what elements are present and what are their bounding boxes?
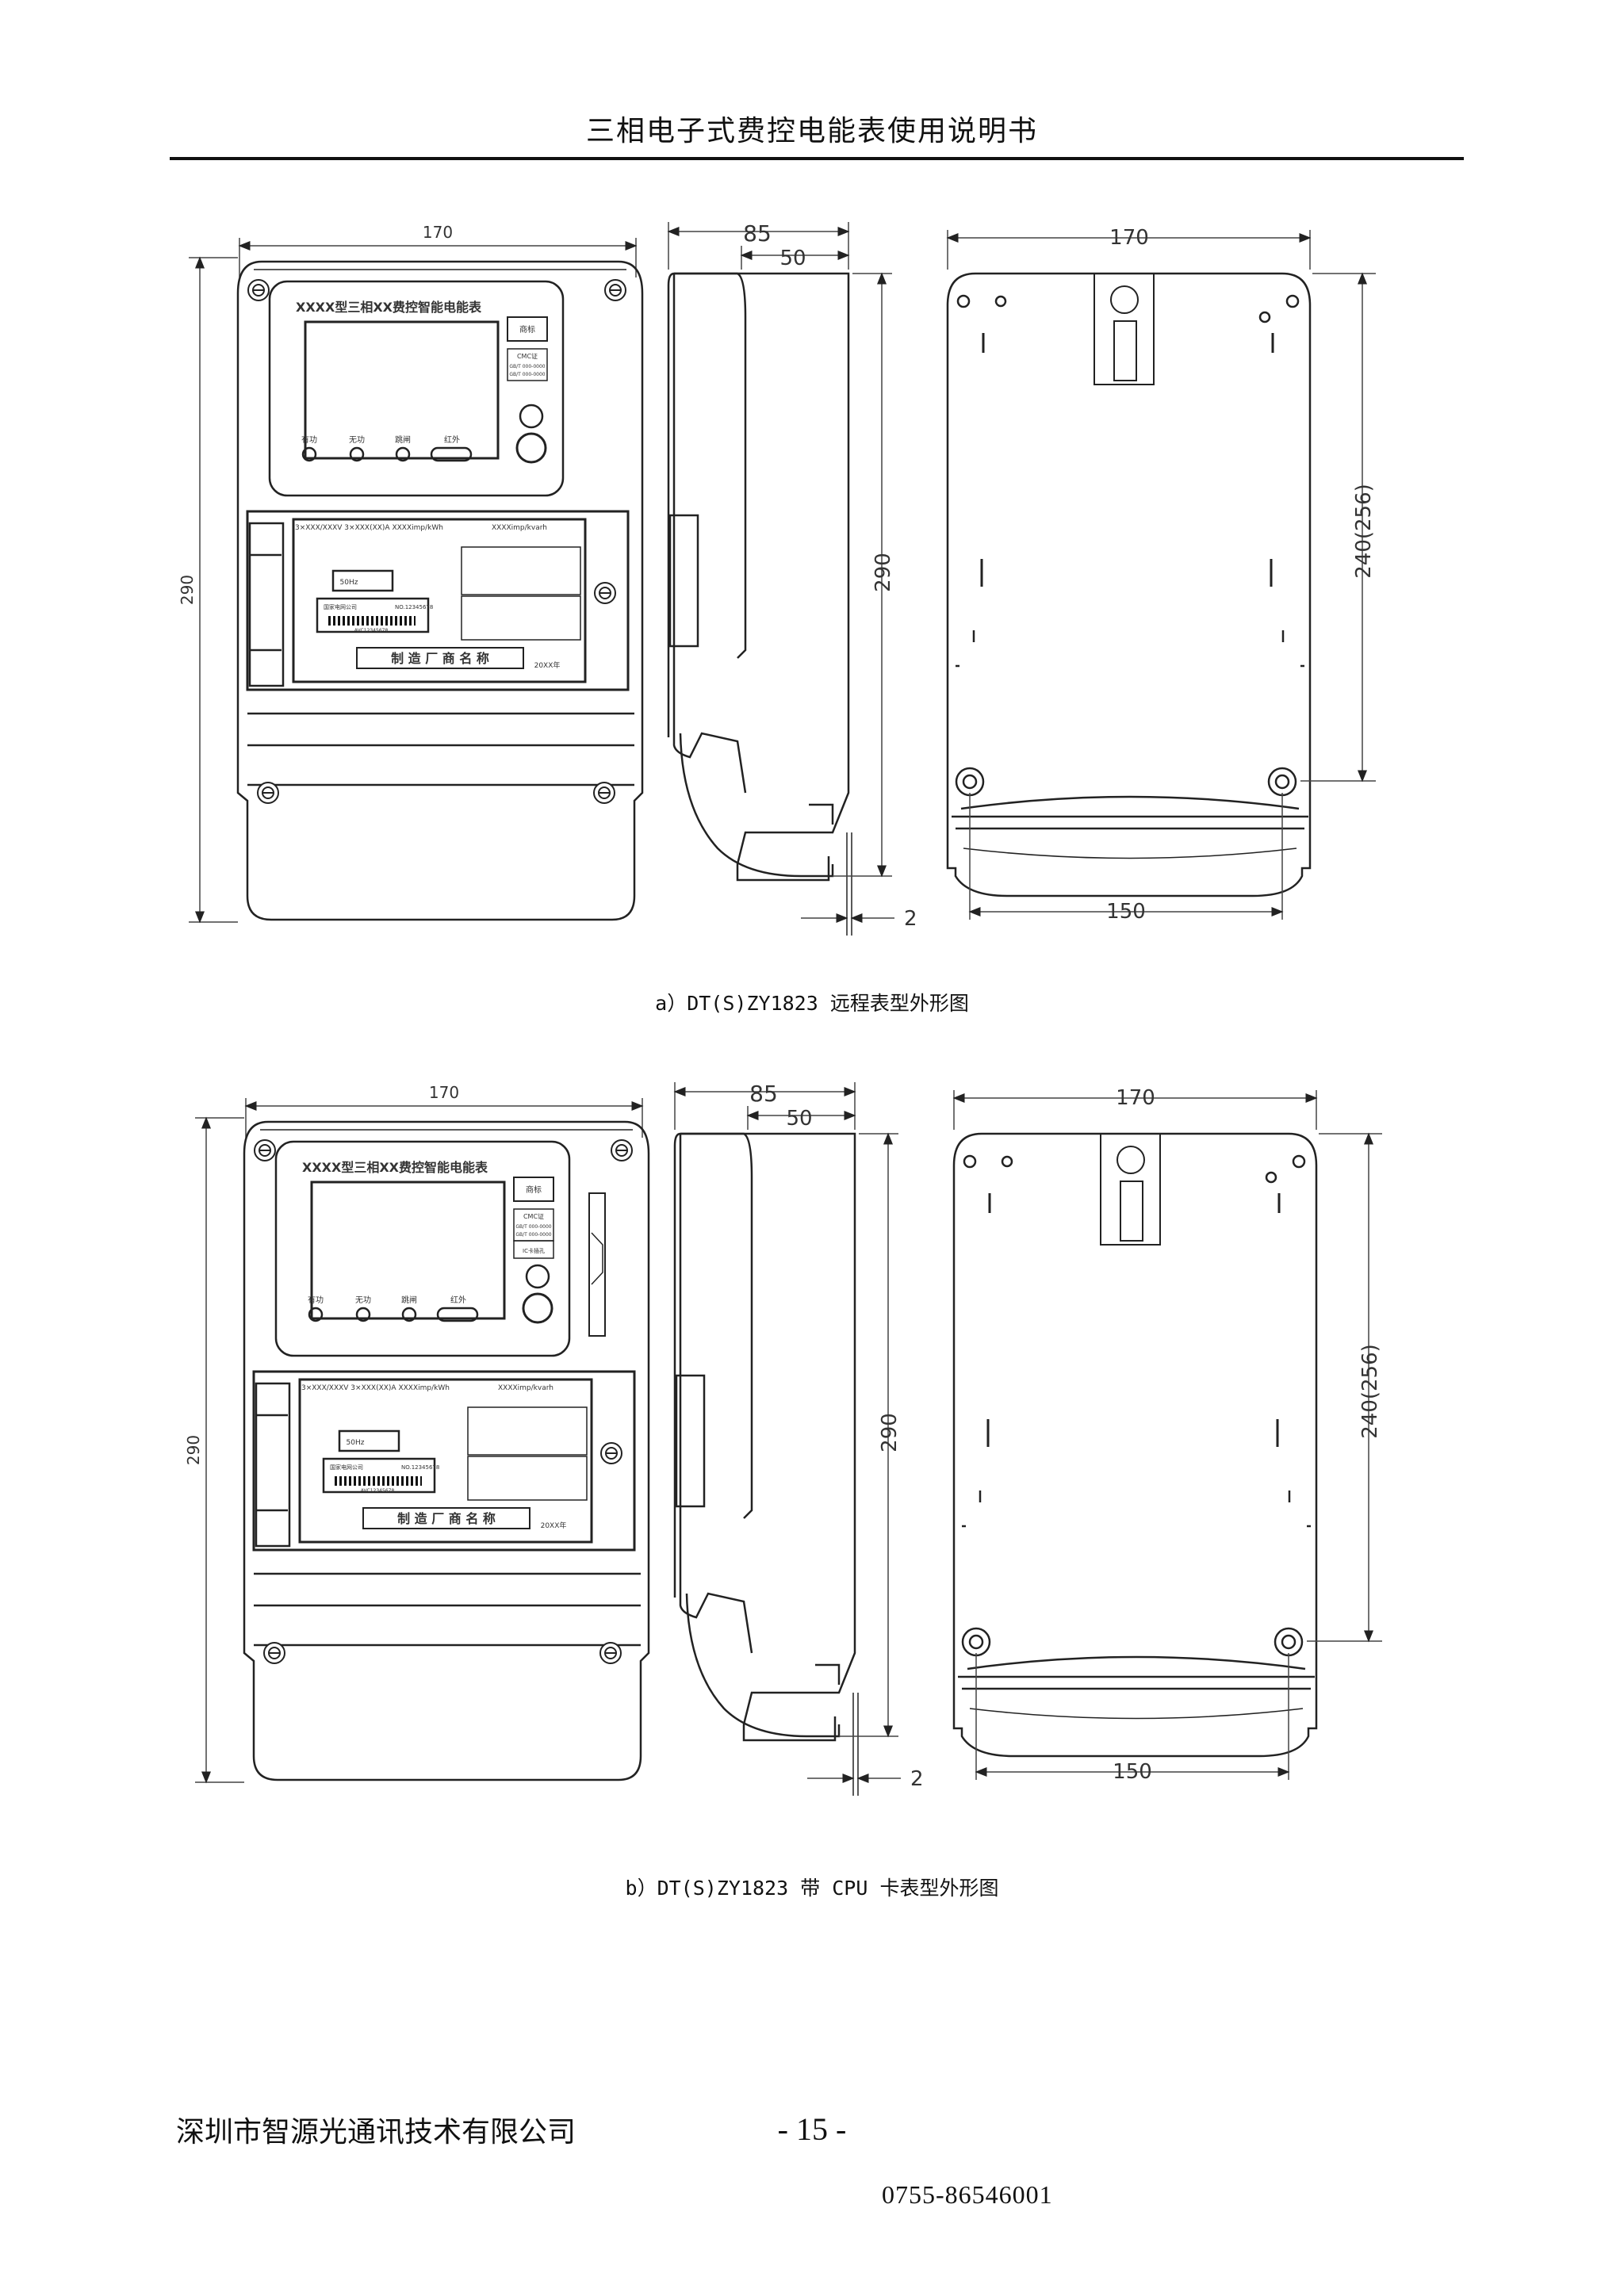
front-view-a <box>236 260 644 921</box>
screw-icon <box>257 782 279 804</box>
cmc-label-b: CMC证 <box>523 1213 544 1220</box>
side-height-label-b: 290 <box>878 1413 902 1452</box>
year-label-a: 20XX年 <box>534 660 561 670</box>
back-width-label-b: 170 <box>1116 1086 1155 1110</box>
front-width-label-a: 170 <box>423 223 453 242</box>
std2-label-a: GB/T 000-0000 <box>509 372 545 377</box>
footer-phone: 0755-86546001 <box>882 2180 1053 2209</box>
side-dims-a <box>667 222 894 923</box>
side-depth-label-b: 85 <box>749 1081 778 1107</box>
screw-icon <box>600 1442 622 1464</box>
side-height-label-a: 290 <box>871 553 895 592</box>
side-depth-label-a: 85 <box>743 220 772 247</box>
serial-label-b: NO.12345678 <box>401 1464 439 1471</box>
cmc-label-a: CMC证 <box>517 353 538 360</box>
std2-label-b: GB/T 000-0000 <box>515 1232 551 1238</box>
screw-icon <box>263 1642 285 1664</box>
barcode-b <box>333 1476 422 1486</box>
back-height-label-b: 240(256) <box>1358 1344 1382 1439</box>
front-height-label-b: 290 <box>184 1435 203 1465</box>
front-width-label-b: 170 <box>429 1083 459 1102</box>
indicator-label: 跳闸 <box>401 1295 417 1305</box>
indicator-label: 无功 <box>355 1295 371 1305</box>
side-view-a <box>667 272 852 936</box>
header-rule <box>170 157 1464 160</box>
model-label-a: XXXX型三相XX费控智能电能表 <box>296 300 482 315</box>
brand-label-a: 商标 <box>519 324 535 335</box>
card-label-b: IC卡插孔 <box>523 1247 545 1254</box>
back-view-a <box>946 272 1312 897</box>
back-view-b <box>952 1132 1318 1758</box>
side-offset-label-b: 2 <box>910 1767 924 1791</box>
side-inner-label-b: 50 <box>786 1107 812 1131</box>
back-height-label-a: 240(256) <box>1352 484 1376 579</box>
back-bottom-label-a: 150 <box>1106 900 1146 924</box>
year-label-b: 20XX年 <box>541 1521 567 1530</box>
screw-icon <box>593 782 615 804</box>
rating-label-b: 3×XXX/XXXV 3×XXX(XX)A XXXXimp/kWh <box>301 1384 450 1392</box>
rating2-label-a: XXXXimp/kvarh <box>492 524 547 532</box>
page-number: - 15 - <box>777 2111 847 2147</box>
back-dims-b <box>952 1090 1382 1780</box>
side-view-b <box>673 1132 859 1796</box>
screw-icon <box>611 1139 633 1161</box>
figure-a-caption: a）DT(S)ZY1823 远程表型外形图 <box>655 992 969 1015</box>
model-label-b: XXXX型三相XX费控智能电能表 <box>302 1160 488 1175</box>
indicator-label: 有功 <box>308 1295 324 1305</box>
screw-icon <box>247 279 270 301</box>
rating-label-a: 3×XXX/XXXV 3×XXX(XX)A XXXXimp/kWh <box>295 524 443 532</box>
footer-company: 深圳市智源光通讯技术有限公司 <box>176 2116 576 2148</box>
side-offset-label-a: 2 <box>904 907 917 931</box>
side-dims-b <box>673 1082 901 1783</box>
barcode-label-a: AVC12345678 <box>354 628 389 633</box>
figure-a: 170 290 <box>178 220 1376 936</box>
std1-label-a: GB/T 000-0000 <box>509 364 545 369</box>
back-dims-a <box>946 230 1376 920</box>
side-inner-label-a: 50 <box>779 247 806 270</box>
net-label-a: 国家电网公司 <box>324 603 357 610</box>
figure-b-caption: b）DT(S)ZY1823 带 CPU 卡表型外形图 <box>625 1877 999 1900</box>
freq-label-a: 50Hz <box>340 579 358 587</box>
front-height-label-a: 290 <box>178 575 197 605</box>
front-dims-a <box>189 238 638 924</box>
indicator-label: 有功 <box>301 434 317 445</box>
indicator-label: 红外 <box>444 434 460 445</box>
std1-label-b: GB/T 000-0000 <box>515 1224 551 1230</box>
front-dims-b <box>195 1098 644 1784</box>
indicator-label: 跳闸 <box>395 434 411 445</box>
screw-icon <box>604 279 626 301</box>
back-width-label-a: 170 <box>1109 226 1149 250</box>
freq-label-b: 50Hz <box>347 1439 365 1447</box>
maker-label-a: 制 造 厂 商 名 称 <box>391 651 489 666</box>
rating2-label-b: XXXXimp/kvarh <box>498 1384 553 1392</box>
back-bottom-label-b: 150 <box>1113 1760 1152 1784</box>
barcode-label-b: AVC12345678 <box>361 1488 395 1494</box>
indicator-label: 红外 <box>450 1295 466 1305</box>
screw-icon <box>254 1139 276 1161</box>
indicator-label: 无功 <box>349 435 365 445</box>
serial-label-a: NO.12345678 <box>395 604 433 610</box>
barcode-a <box>327 616 416 626</box>
front-view-b <box>243 1120 650 1781</box>
screw-icon <box>599 1642 622 1664</box>
brand-label-b: 商标 <box>526 1184 542 1195</box>
screw-icon <box>594 582 616 604</box>
page-header-title: 三相电子式费控电能表使用说明书 <box>585 115 1038 147</box>
figure-b: 170 290 <box>184 1081 1382 1796</box>
maker-label-b: 制 造 厂 商 名 称 <box>397 1511 496 1526</box>
net-label-b: 国家电网公司 <box>330 1464 363 1471</box>
